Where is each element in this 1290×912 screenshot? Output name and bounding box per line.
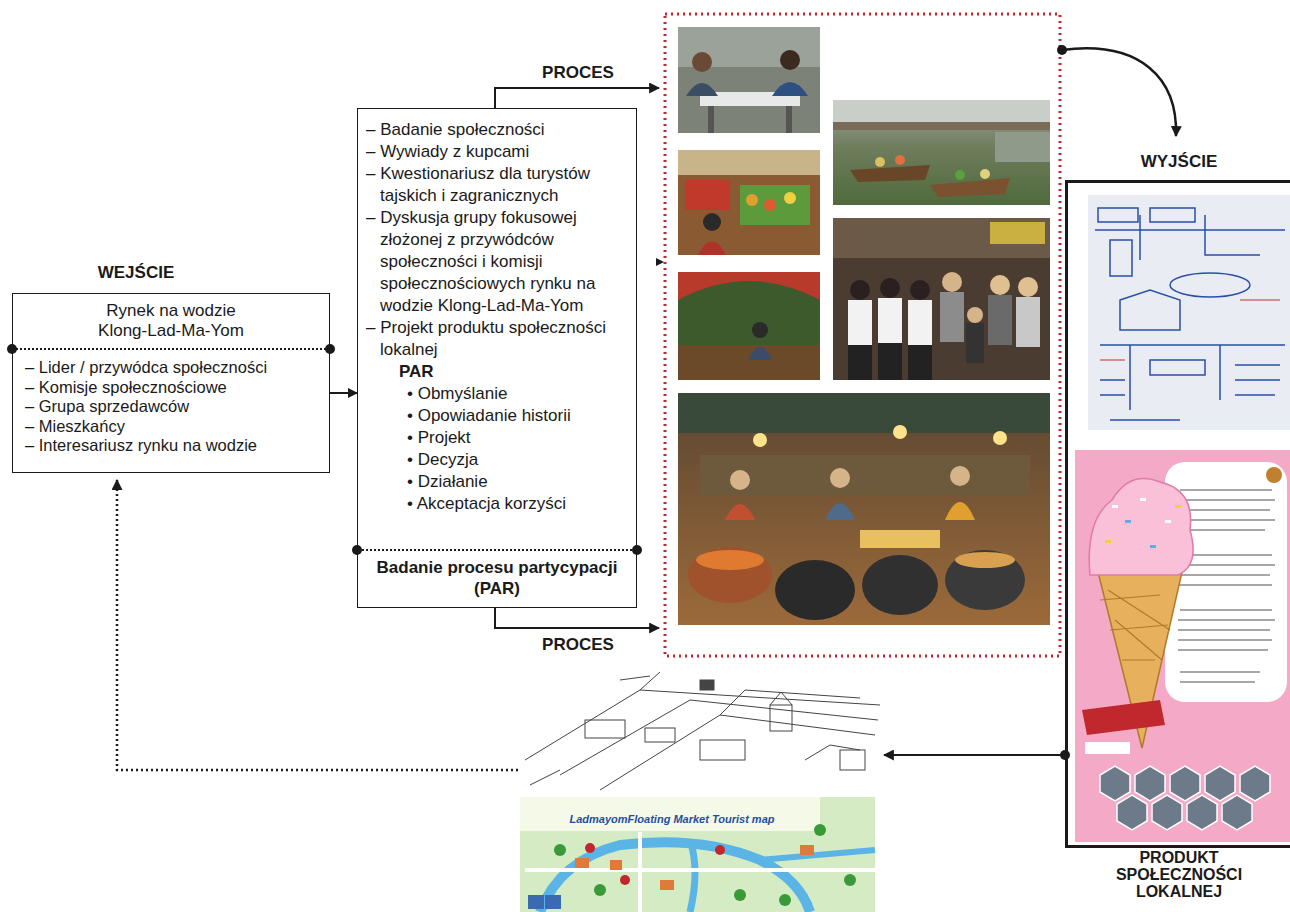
process-label: PROCES [510, 635, 646, 655]
divider-dot [325, 344, 335, 354]
process-box: – Badanie społeczności– Wywiady z kupcam… [357, 108, 637, 608]
section-heading: WEJŚCIE [71, 263, 201, 283]
list-item: – Kwestionariusz dla turystów tajskich i… [366, 163, 630, 207]
photo-canal [833, 100, 1050, 205]
map-sketch [525, 672, 880, 790]
output-caption: PRODUKT SPOŁECZNOŚCI LOKALNEJ [1104, 849, 1254, 900]
photo-frame [665, 14, 1060, 656]
tourist-map [520, 797, 875, 912]
item-list: – Lider / przywódca społeczności– Komisj… [13, 350, 329, 464]
section-heading: WYJŚCIE [1068, 152, 1290, 172]
photo-stall [678, 150, 820, 255]
list-item: – Mieszkańcy [25, 417, 321, 437]
photo-boat [678, 272, 820, 380]
divider-dot [352, 545, 362, 555]
list-item: – Projekt produktu społeczności lokalnej [366, 317, 630, 361]
photo-food-market [678, 393, 1050, 625]
photo-group [833, 218, 1050, 380]
process-label: PROCES [510, 63, 646, 83]
output-box: WYJŚCIEPRODUKT SPOŁECZNOŚCI LOKALNEJ [1065, 180, 1290, 848]
header-text: Rynek na wodzie Klong-Lad-Ma-Yom [94, 301, 249, 341]
footer-section: Badanie procesu partycypacji (PAR) [358, 549, 636, 607]
list-item: – Interesariusz rynku na wodzie [25, 436, 321, 456]
input-box: WEJŚCIERynek na wodzie Klong-Lad-Ma-Yom–… [12, 293, 330, 473]
map-arrow [884, 754, 1065, 756]
poster [1075, 450, 1290, 842]
par-step: • Akceptacja korzyści [366, 493, 630, 515]
list-item: – Wywiady z kupcami [366, 141, 630, 163]
list-item: – Dyskusja grupy fokusowej złożonej z pr… [366, 207, 630, 317]
sketch-drawing [1088, 195, 1290, 430]
list-item: – Lider / przywódca społeczności [25, 358, 321, 378]
output-arrow [1062, 48, 1176, 136]
divider-dot [7, 344, 17, 354]
par-step: • Decyzja [366, 449, 630, 471]
item-list: – Badanie społeczności– Wywiady z kupcam… [358, 109, 636, 549]
map-title: LadmayomFloating Market Tourist map [528, 812, 816, 826]
par-heading: PAR [366, 361, 630, 383]
small-arrowhead [656, 258, 664, 266]
par-step: • Obmyślanie [366, 383, 630, 405]
list-item: – Komisje społecznościowe [25, 378, 321, 398]
par-step: • Projekt [366, 427, 630, 449]
list-item: – Grupa sprzedawców [25, 397, 321, 417]
par-step: • Działanie [366, 471, 630, 493]
list-item: – Badanie społeczności [366, 119, 630, 141]
divider-dot [632, 545, 642, 555]
photo-interview [678, 27, 820, 133]
header-section: Rynek na wodzie Klong-Lad-Ma-Yom [13, 294, 329, 350]
flow-arrow [330, 392, 357, 394]
footer-text: Badanie procesu partycypacji (PAR) [366, 557, 628, 599]
par-step: • Opowiadanie historii [366, 405, 630, 427]
